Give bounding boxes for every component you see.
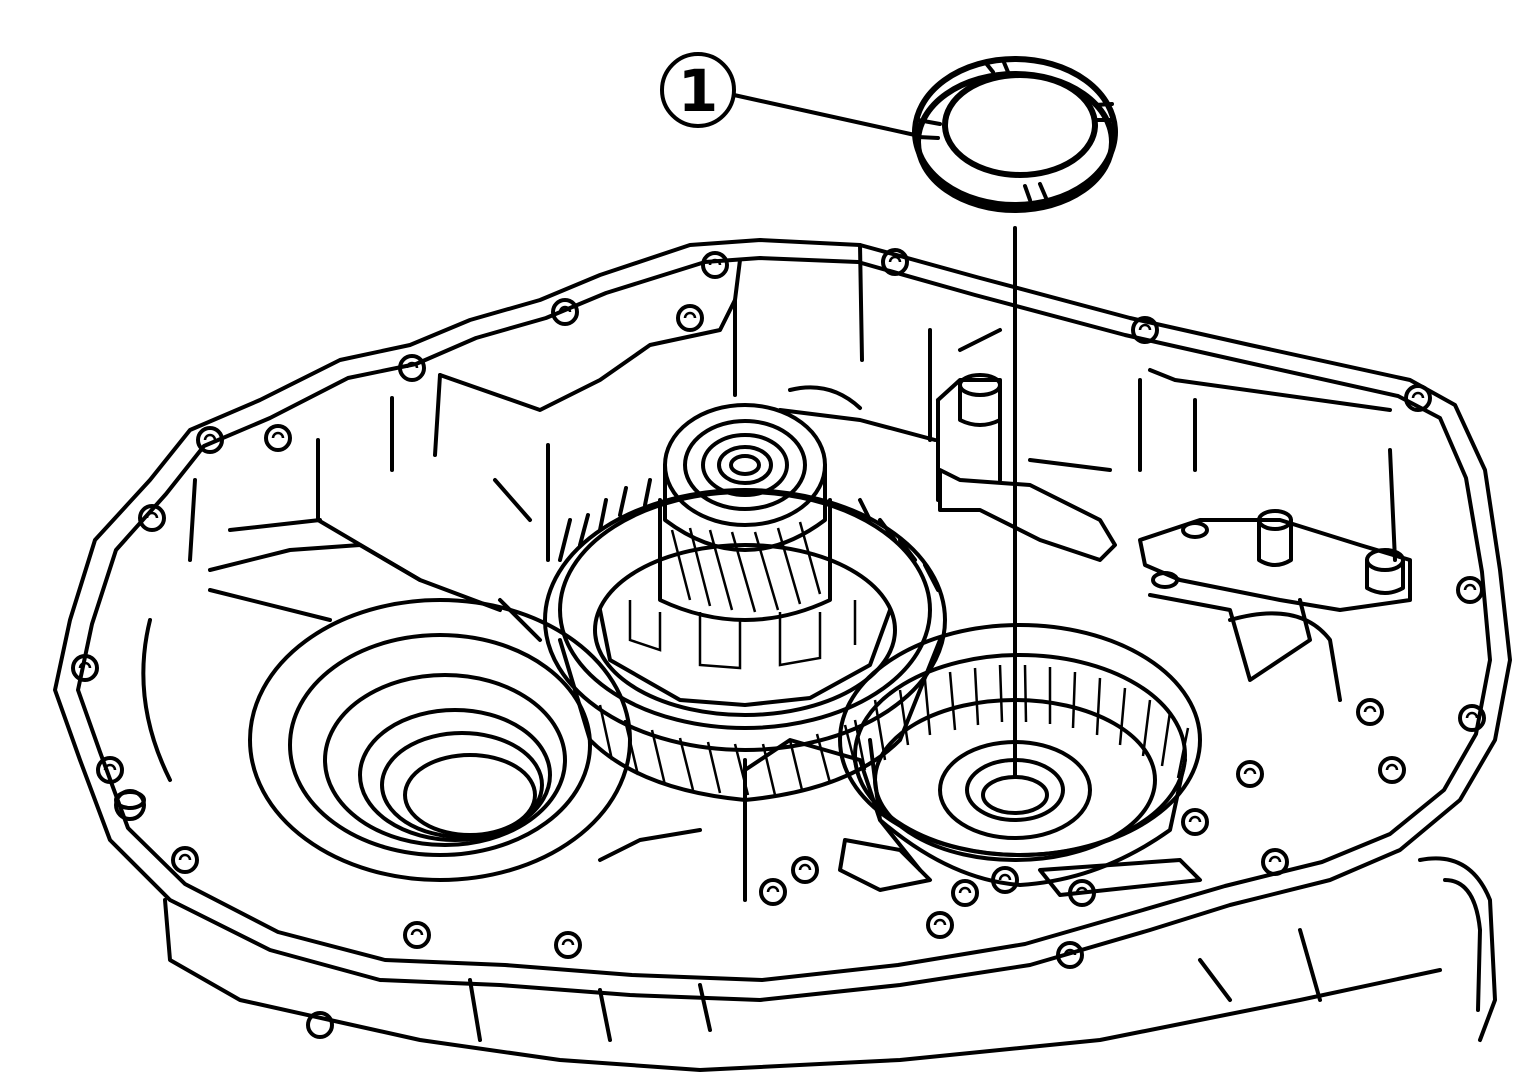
countershaft-gear bbox=[543, 403, 947, 802]
callout-label: 1 bbox=[678, 57, 718, 125]
callout-circle bbox=[660, 52, 736, 128]
clutch-drum bbox=[838, 623, 1202, 887]
case-lower-details bbox=[163, 738, 1497, 1072]
callout-leader-line bbox=[732, 93, 917, 137]
support-bracket bbox=[936, 373, 1412, 702]
differential-bore bbox=[114, 598, 702, 882]
seal-ring bbox=[912, 56, 1118, 213]
flange-bolt-holes bbox=[71, 248, 1486, 1039]
case-inner-walls bbox=[141, 243, 1397, 782]
callout-1: 1 bbox=[660, 52, 917, 137]
